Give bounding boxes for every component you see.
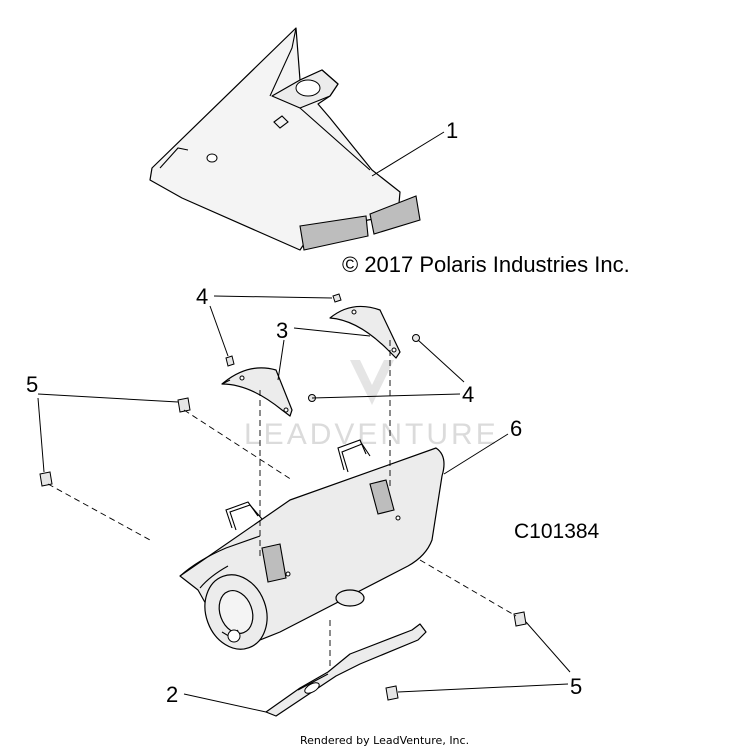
footer-text: Rendered by LeadVenture, Inc.	[300, 734, 469, 747]
part-3-clamp-left	[221, 367, 293, 417]
callouts: 1 2 3 4 4 5 5 6	[26, 118, 582, 707]
callout-2: 2	[166, 682, 178, 707]
part-4-nut-top	[332, 293, 342, 303]
part-4-nut-left	[225, 355, 235, 367]
figure-id: C101384	[514, 520, 600, 543]
part-5-bolt-lower	[385, 685, 399, 701]
part-3-clamp-right	[329, 305, 401, 359]
watermark: LEADVENTURE	[244, 360, 499, 451]
assembly-lines	[47, 340, 517, 668]
part-5-bolt-left	[39, 471, 53, 487]
callout-4b: 4	[462, 382, 474, 407]
part-5-bolt-right	[513, 611, 527, 627]
part-5-bolt-upper-left	[177, 397, 191, 413]
part-2-bracket	[265, 623, 427, 717]
callout-1: 1	[446, 118, 458, 143]
callout-6: 6	[510, 416, 522, 441]
copyright-text: © 2017 Polaris Industries Inc.	[342, 252, 630, 277]
watermark-text: LEADVENTURE	[244, 418, 499, 451]
callout-5a: 5	[26, 372, 38, 397]
callout-4a: 4	[196, 284, 208, 309]
callout-3: 3	[276, 318, 288, 343]
callout-5b: 5	[570, 674, 582, 699]
part-4-nut-right	[412, 334, 420, 342]
leader-lines	[37, 131, 571, 713]
part-1-heat-shield	[149, 27, 421, 251]
part-6-muffler	[179, 439, 445, 650]
